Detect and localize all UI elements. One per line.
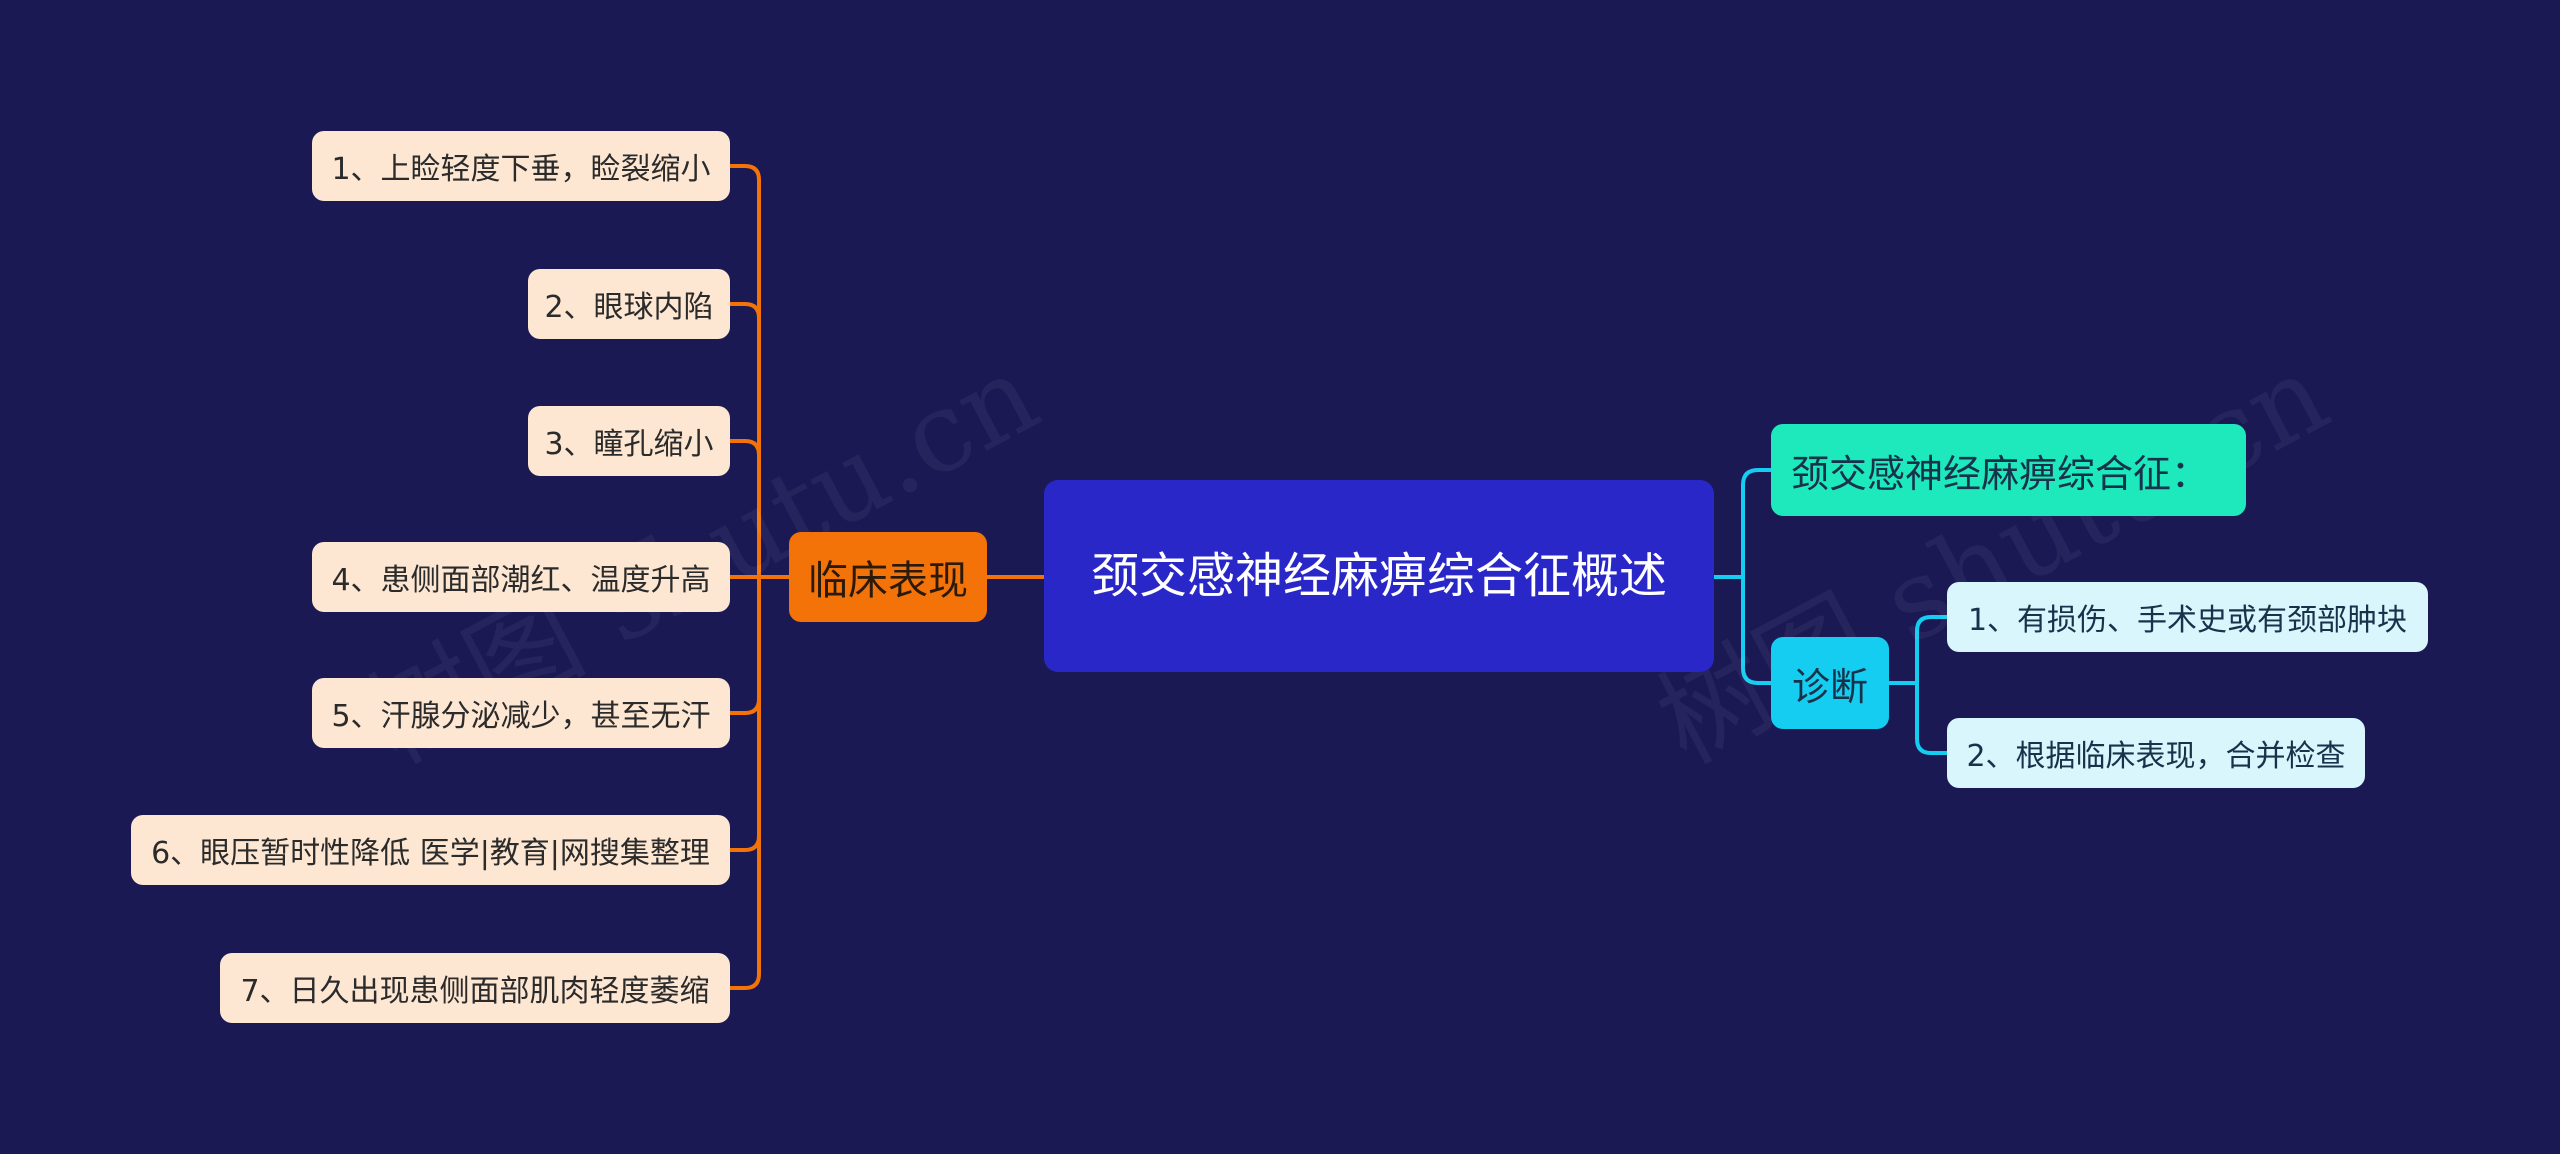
left-leaf-3-line — [730, 439, 761, 456]
right-leaf-2-line — [1915, 683, 1947, 755]
clinical-item-6[interactable]: 6、眼压暂时性降低 医学|教育|网搜集整理 — [131, 815, 730, 885]
branch-diagnosis[interactable]: 诊断 — [1771, 637, 1889, 729]
clinical-item-2[interactable]: 2、眼球内陷 — [528, 269, 730, 339]
branch-syndrome-summary[interactable]: 颈交感神经麻痹综合征： — [1771, 424, 2246, 516]
diagnosis-item-1[interactable]: 1、有损伤、手术史或有颈部肿块 — [1947, 582, 2428, 652]
left-leaf-5-line — [730, 698, 761, 715]
left-leaf-6-line — [730, 835, 761, 852]
right-summary-line — [1741, 468, 1771, 577]
clinical-item-1[interactable]: 1、上睑轻度下垂，睑裂缩小 — [312, 131, 730, 201]
left-leaf-2-line — [730, 302, 761, 319]
clinical-item-4[interactable]: 4、患侧面部潮红、温度升高 — [312, 542, 730, 612]
right-diagnosis-line — [1741, 577, 1771, 685]
clinical-item-7[interactable]: 7、日久出现患侧面部肌肉轻度萎缩 — [220, 953, 730, 1023]
branch-clinical-manifestations[interactable]: 临床表现 — [789, 532, 987, 622]
right-leaf-1-line — [1915, 615, 1947, 683]
left-leaf-1-line — [730, 164, 761, 181]
central-topic[interactable]: 颈交感神经麻痹综合征概述 — [1044, 480, 1714, 672]
right-connectors — [1714, 468, 1947, 755]
clinical-item-3[interactable]: 3、瞳孔缩小 — [528, 406, 730, 476]
left-connectors — [730, 164, 1044, 990]
diagnosis-item-2[interactable]: 2、根据临床表现，合并检查 — [1947, 718, 2365, 788]
clinical-item-5[interactable]: 5、汗腺分泌减少，甚至无汗 — [312, 678, 730, 748]
left-leaf-7-line — [730, 973, 761, 990]
